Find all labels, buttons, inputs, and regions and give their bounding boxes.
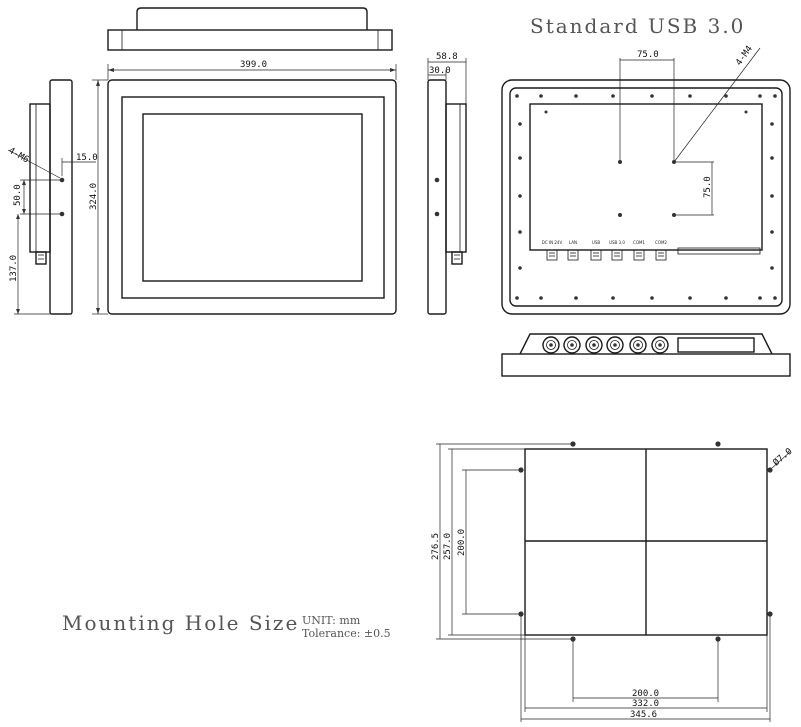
bottom-port-pin bbox=[636, 343, 640, 347]
rear-hole bbox=[611, 94, 615, 98]
port-label: DC IN 24V bbox=[542, 240, 563, 245]
rear-hole bbox=[773, 94, 777, 98]
vesa-h-label: 75.0 bbox=[637, 50, 659, 60]
rear-hole bbox=[611, 296, 615, 300]
mounting-title: Mounting Hole Size bbox=[62, 611, 299, 635]
rear-hole bbox=[518, 230, 522, 234]
rear-hole bbox=[539, 94, 543, 98]
port-label: COM2 bbox=[655, 240, 667, 245]
rear-hole bbox=[773, 296, 777, 300]
cut-w-hole-label: 200.0 bbox=[632, 689, 659, 699]
port-label: USB 3.0 bbox=[609, 240, 625, 245]
left-15-label: 15.0 bbox=[76, 153, 98, 163]
cut-hole-dia-label: Ø7.0 bbox=[771, 446, 795, 468]
rear-hole bbox=[770, 194, 774, 198]
left-50-label: 50.0 bbox=[13, 184, 23, 206]
side-30-label: 30.0 bbox=[429, 66, 451, 76]
bottom-port-connector bbox=[542, 336, 560, 354]
port-label: LAN bbox=[569, 240, 577, 245]
front-height-label: 324.0 bbox=[89, 183, 99, 210]
bottom-port-inner bbox=[633, 340, 643, 350]
rear-hole bbox=[688, 296, 692, 300]
bottom-port-connector bbox=[651, 336, 669, 354]
rear-port-connector bbox=[611, 249, 623, 261]
tolerance-label: Tolerance: ±0.5 bbox=[302, 627, 391, 640]
standard-usb-title: Standard USB 3.0 bbox=[530, 14, 745, 38]
rear-hole bbox=[770, 266, 774, 270]
rear-port-connector bbox=[655, 249, 667, 261]
bottom-view bbox=[501, 333, 791, 377]
port-label: COM1 bbox=[633, 240, 645, 245]
cutout-view bbox=[436, 441, 791, 722]
cut-h-inner-label: 257.0 bbox=[443, 533, 453, 560]
rear-hole bbox=[574, 296, 578, 300]
rear-hole bbox=[515, 94, 519, 98]
bottom-port-inner bbox=[589, 340, 599, 350]
rear-hole bbox=[770, 156, 774, 160]
cut-h-hole-label: 200.0 bbox=[457, 529, 467, 556]
vesa-v-label: 75.0 bbox=[703, 176, 713, 198]
rear-port-connector bbox=[633, 249, 645, 261]
rear-hole bbox=[758, 94, 762, 98]
rear-hole bbox=[758, 296, 762, 300]
vesa-screw-label: 4-M4 bbox=[734, 44, 755, 68]
left-137-label: 137.0 bbox=[9, 255, 19, 282]
bottom-port-pin bbox=[592, 343, 596, 347]
rear-view bbox=[501, 47, 791, 315]
bottom-port-pin bbox=[613, 343, 617, 347]
rear-hole bbox=[539, 296, 543, 300]
bottom-port-pin bbox=[549, 343, 553, 347]
rear-hole bbox=[650, 94, 654, 98]
bottom-port-connector bbox=[629, 336, 647, 354]
bottom-port-inner bbox=[546, 340, 556, 350]
front-view bbox=[92, 64, 397, 315]
rear-hole bbox=[518, 122, 522, 126]
bottom-port-inner bbox=[567, 340, 577, 350]
right-side-view bbox=[427, 58, 467, 315]
bottom-port-pin bbox=[658, 343, 662, 347]
bottom-port-connector bbox=[606, 336, 624, 354]
left-screw-label: 4-M6 bbox=[7, 146, 31, 166]
front-width-label: 399.0 bbox=[240, 60, 267, 70]
side-depth-label: 58.8 bbox=[436, 52, 458, 62]
bottom-port-pin bbox=[570, 343, 574, 347]
rear-hole bbox=[770, 122, 774, 126]
bottom-port-connector bbox=[563, 336, 581, 354]
rear-hole bbox=[724, 296, 728, 300]
cut-w-inner-label: 332.0 bbox=[632, 699, 659, 709]
rear-hole bbox=[770, 230, 774, 234]
rear-hole bbox=[650, 296, 654, 300]
port-label: USB bbox=[592, 240, 600, 245]
bottom-port-inner bbox=[610, 340, 620, 350]
left-side-view bbox=[7, 79, 96, 315]
rear-port-connector bbox=[567, 249, 579, 261]
cut-w-outer-label: 345.6 bbox=[630, 710, 657, 720]
rear-hole bbox=[688, 94, 692, 98]
rear-port-connector bbox=[546, 249, 558, 261]
rear-hole bbox=[518, 266, 522, 270]
top-view bbox=[107, 7, 393, 51]
rear-port-connector bbox=[590, 249, 602, 261]
rear-hole bbox=[515, 296, 519, 300]
bottom-port-inner bbox=[655, 340, 665, 350]
rear-hole bbox=[518, 194, 522, 198]
rear-hole bbox=[574, 94, 578, 98]
rear-hole bbox=[724, 94, 728, 98]
bottom-port-connector bbox=[585, 336, 603, 354]
cut-h-outer-label: 276.5 bbox=[431, 533, 441, 560]
unit-label: UNIT: mm bbox=[302, 614, 361, 627]
rear-hole bbox=[518, 156, 522, 160]
